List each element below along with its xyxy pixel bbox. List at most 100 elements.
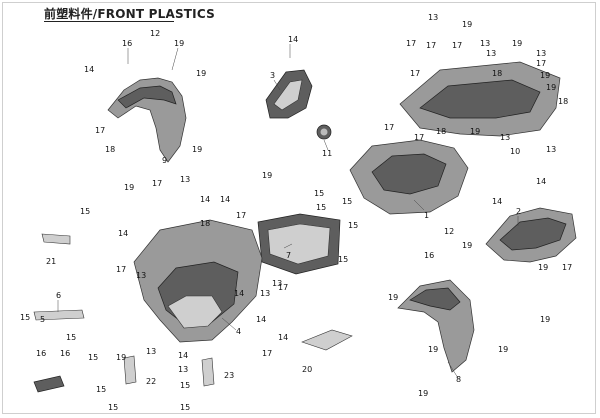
callout-15: 15 (314, 189, 324, 198)
callout-13: 13 (272, 279, 282, 288)
callout-16: 16 (36, 349, 46, 358)
callout-8: 8 (456, 375, 461, 384)
callout-17: 17 (426, 41, 436, 50)
part-bracket-6 (33, 309, 85, 321)
callout-15: 15 (96, 385, 106, 394)
callout-1: 1 (424, 211, 429, 220)
callout-17: 17 (262, 349, 272, 358)
callout-10: 10 (510, 147, 520, 156)
callout-19: 19 (540, 71, 550, 80)
callout-19: 19 (174, 39, 184, 48)
callout-19: 19 (196, 69, 206, 78)
part-emblem-center (320, 128, 328, 136)
callout-16: 16 (122, 39, 132, 48)
callout-17: 17 (410, 69, 420, 78)
part-front-grille-mesh (267, 223, 331, 265)
callout-17: 17 (278, 283, 288, 292)
callout-19: 19 (546, 83, 556, 92)
callout-2: 2 (516, 207, 521, 216)
part-side-deflector-shade (499, 217, 567, 251)
callout-7: 7 (286, 251, 291, 260)
callout-16: 16 (424, 251, 434, 260)
callout-22: 22 (146, 377, 156, 386)
part-bracket-21 (41, 233, 71, 245)
callout-19: 19 (116, 353, 126, 362)
callout-13: 13 (178, 365, 188, 374)
callout-21: 21 (46, 257, 56, 266)
callout-13: 13 (486, 49, 496, 58)
callout-17: 17 (152, 179, 162, 188)
part-front-bumper-plate (167, 295, 223, 329)
callout-14: 14 (220, 195, 230, 204)
callout-16: 16 (60, 349, 70, 358)
part-bracket-22 (123, 355, 137, 385)
callout-6: 6 (56, 291, 61, 300)
callout-19: 19 (470, 127, 480, 136)
callout-17: 17 (116, 265, 126, 274)
part-front-fender-left-shade (117, 85, 177, 109)
callout-15: 15 (316, 203, 326, 212)
callout-15: 15 (180, 381, 190, 390)
callout-19: 19 (418, 389, 428, 398)
callout-19: 19 (498, 345, 508, 354)
callout-17: 17 (414, 133, 424, 142)
callout-12: 12 (150, 29, 160, 38)
callout-15: 15 (66, 333, 76, 342)
callout-19: 19 (538, 263, 548, 272)
callout-19: 19 (462, 20, 472, 29)
callout-5: 5 (40, 315, 45, 324)
callout-15: 15 (108, 403, 118, 412)
callout-13: 13 (146, 347, 156, 356)
callout-13: 13 (500, 133, 510, 142)
callout-14: 14 (234, 289, 244, 298)
callout-20: 20 (302, 365, 312, 374)
part-front-rack-slots (419, 79, 541, 119)
part-support-20 (301, 329, 353, 351)
callout-labels: 12 16 19 14 19 17 18 19 9 14 3 19 11 13 … (20, 13, 572, 412)
callout-15: 15 (80, 207, 90, 216)
part-latch (33, 375, 65, 393)
callout-13: 13 (536, 49, 546, 58)
callout-19: 19 (540, 315, 550, 324)
callout-4: 4 (236, 327, 241, 336)
callout-15: 15 (338, 255, 348, 264)
callout-13: 13 (428, 13, 438, 22)
callout-19: 19 (388, 293, 398, 302)
callout-14: 14 (178, 351, 188, 360)
callout-12: 12 (444, 227, 454, 236)
callout-17: 17 (95, 126, 105, 135)
callout-14: 14 (288, 35, 298, 44)
callout-15: 15 (342, 197, 352, 206)
callout-14: 14 (84, 65, 94, 74)
callout-17: 17 (452, 41, 462, 50)
callout-18: 18 (558, 97, 568, 106)
callout-13: 13 (480, 39, 490, 48)
callout-18: 18 (105, 145, 115, 154)
callout-15: 15 (348, 221, 358, 230)
callout-17: 17 (562, 263, 572, 272)
callout-14: 14 (256, 315, 266, 324)
callout-19: 19 (192, 145, 202, 154)
callout-11: 11 (322, 149, 332, 158)
callout-15: 15 (180, 403, 190, 412)
callout-19: 19 (262, 171, 272, 180)
callout-19: 19 (462, 241, 472, 250)
leader-lines (57, 44, 519, 379)
callout-17: 17 (406, 39, 416, 48)
callout-13: 13 (260, 289, 270, 298)
callout-15: 15 (88, 353, 98, 362)
callout-19: 19 (512, 39, 522, 48)
callout-18: 18 (492, 69, 502, 78)
callout-14: 14 (536, 177, 546, 186)
part-side-panel-face (273, 79, 303, 111)
callout-18: 18 (436, 127, 446, 136)
callout-14: 14 (118, 229, 128, 238)
part-front-fender-right-shade (409, 287, 461, 311)
part-front-hood-vent (371, 153, 447, 195)
callout-9: 9 (162, 156, 167, 165)
part-bracket-23 (201, 357, 215, 387)
callout-14: 14 (200, 195, 210, 204)
callout-18: 18 (200, 219, 210, 228)
